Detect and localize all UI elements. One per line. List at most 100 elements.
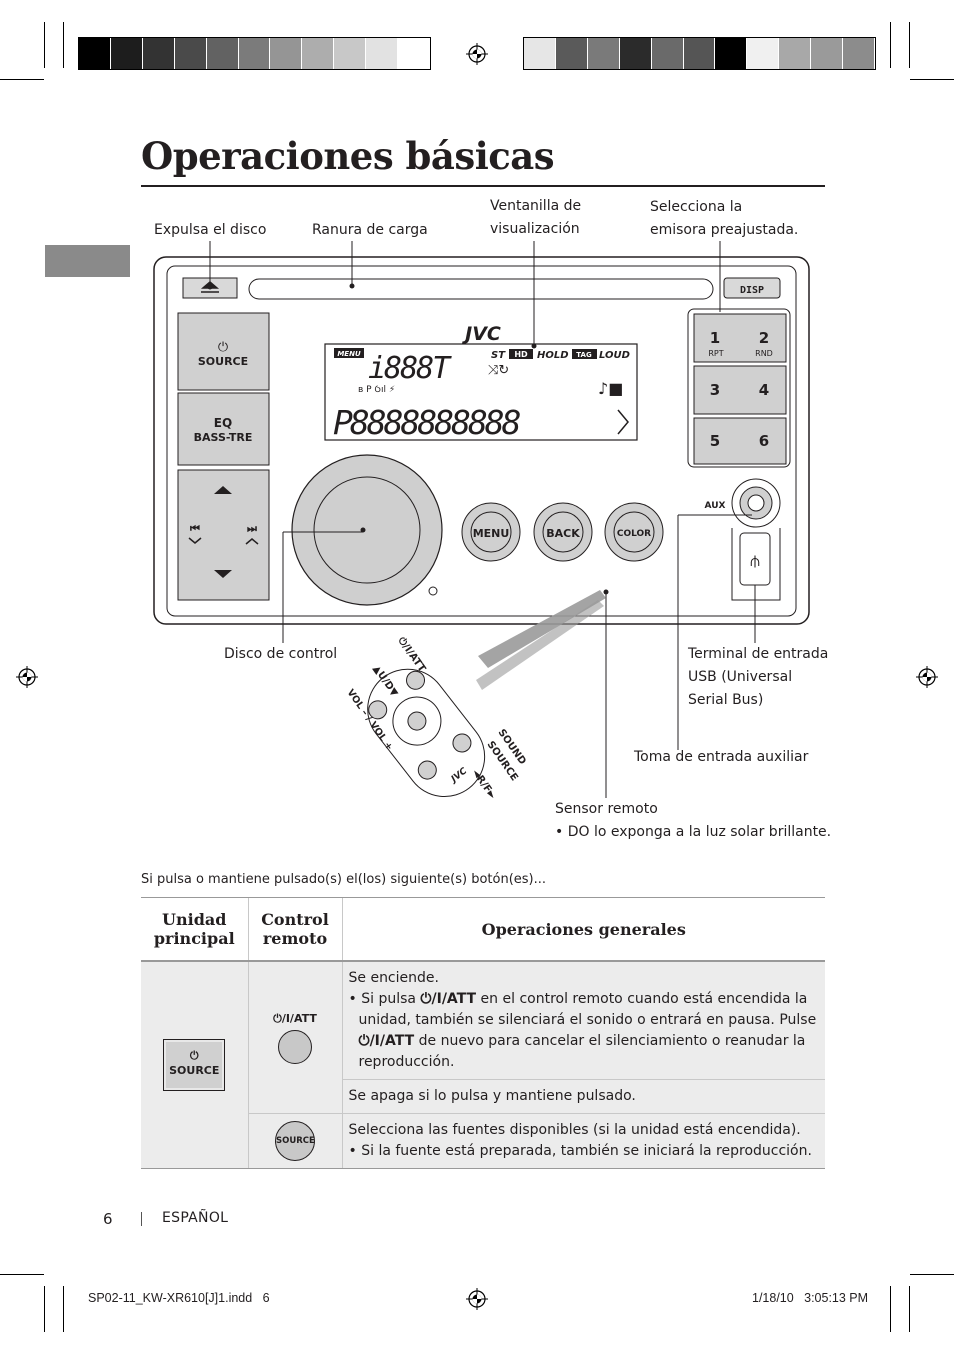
header-remote-line1: Control [261,910,329,929]
preset-sublabel: RPT [708,349,723,358]
back-label: BACK [546,527,580,540]
callout-aux: Toma de entrada auxiliar [634,749,809,765]
row3-bullet: • Si la fuente está preparada, también s… [348,1143,812,1159]
preset-number: 2 [759,329,769,347]
remote-cell-1: ⏻/I/ATT [247,960,342,1114]
color-swatch [334,38,367,69]
remote-power-key [278,1030,312,1064]
infrared-beam-icon [476,590,606,690]
svg-text:⤨↻: ⤨↻ [488,363,509,378]
preset-button-1-2 [693,313,787,363]
unit-source-button: ⏻ SOURCE [163,1039,226,1091]
svg-text:⫛: ⫛ [750,551,760,570]
color-bar-left [78,37,431,70]
row1-text-a: Si pulsa [361,991,421,1007]
row1-text-c: de nuevo para cancelar el silenciamiento… [358,1033,806,1070]
row3-bullet-text: Si la fuente está preparada, también se … [361,1143,812,1159]
remote-cell-2: SOURCE [247,1113,342,1169]
crop-mark [0,1274,44,1275]
callout-display-line2: visualización [490,221,580,237]
row1-key2: ⏻/I/ATT [358,1033,415,1049]
page-title: Operaciones básicas [141,134,555,178]
row1-text-b: en el control remoto cuando está encendi… [358,991,817,1028]
remote-control: JVC [367,668,486,798]
callout-usb-line2: USB (Universal [688,669,793,685]
registration-mark-icon [916,666,938,688]
callout-preset: Selecciona la emisora preajustada. [650,196,798,242]
car-stereo-illustration: DISP ⏻ SOURCE EQ BASS-TRE ⏮ ⏭ JVC MENU i… [153,241,810,801]
source-label: SOURCE [198,355,248,368]
lcd-loud-indicator: LOUD [599,350,630,361]
brand-logo: JVC [461,323,501,345]
registration-mark-icon [466,1288,488,1310]
lcd-hd-indicator: HD [514,350,528,359]
svg-text:⏻: ⏻ [218,340,228,355]
header-unit-line1: Unidad [162,910,227,929]
crop-mark [44,22,45,68]
callout-usb: Terminal de entrada USB (Universal Seria… [688,643,828,712]
table-row: ⏻ SOURCE ⏻/I/ATT Se enciende. • Si pulsa… [141,960,825,1169]
unit-cell: ⏻ SOURCE [141,960,248,1169]
bass-label: BASS-TRE [194,431,253,444]
crop-mark [910,79,954,80]
registration-mark-icon [466,43,488,65]
preset-button-3-4 [693,365,787,415]
row1-key1: ⏻/I/ATT [420,991,477,1007]
crop-mark [63,22,64,68]
color-swatch [651,38,684,69]
crop-mark [0,79,44,80]
crop-mark [890,1286,891,1332]
disc-slot [248,278,714,300]
source-button [177,312,270,391]
callout-preset-line2: emisora preajustada. [650,222,799,238]
callout-slot: Ranura de carga [312,222,428,238]
preset-number: 5 [710,432,720,450]
eq-button [177,392,270,466]
row1-bullet: • Si pulsa ⏻/I/ATT en el control remoto … [348,991,817,1070]
power-icon: ⏻ [189,1049,199,1062]
lcd-segment-top: i888T [368,351,452,386]
svg-text:♪■: ♪■ [598,379,623,398]
page-number: 6 [103,1210,113,1228]
slug-date: 1/18/10 3:05:13 PM [752,1291,869,1305]
callout-display: Ventanilla de visualización [490,195,581,241]
color-swatch [715,38,748,69]
footer-divider [141,1212,142,1226]
color-swatch [270,38,303,69]
row2-desc: Se apaga si lo pulsa y mantiene pulsado. [341,1079,825,1114]
crop-mark [909,22,910,68]
lcd-segment-main: P8888888888 [333,403,521,442]
color-swatch [843,38,875,69]
eq-label: EQ [214,416,232,430]
crop-mark [890,22,891,68]
color-swatch [302,38,335,69]
crop-mark [909,1286,910,1332]
color-swatch [555,38,588,69]
header-remote: Control remoto [247,897,342,962]
color-swatch [110,38,143,69]
crop-mark [910,1274,954,1275]
row3-line1: Selecciona las fuentes disponibles (si l… [348,1122,801,1138]
aux-label: AUX [705,501,726,511]
row1-line1: Se enciende. [348,970,439,986]
callout-usb-line1: Terminal de entrada [688,646,829,662]
section-tab [45,245,130,277]
preset-sublabel: RND [755,349,773,358]
color-swatch [79,38,111,69]
disp-button [723,277,781,299]
crop-mark [63,1286,64,1332]
remote-power-key-label: ⏻/I/ATT [273,1012,317,1025]
callout-sensor: Sensor remoto • DO lo exponga a la luz s… [555,798,831,844]
row1-desc: Se enciende. • Si pulsa ⏻/I/ATT en el co… [341,960,825,1080]
table-header-row: Unidad principal Control remoto Operacio… [141,897,825,962]
header-remote-line2: remoto [262,929,328,948]
color-swatch [398,38,430,69]
menu-label: MENU [473,527,510,540]
color-bar-right [523,37,876,70]
row3-desc: Selecciona las fuentes disponibles (si l… [341,1113,825,1169]
svg-text:ʙ P Ỽıl ⚡: ʙ P Ỽıl ⚡ [358,385,395,395]
preset-number: 3 [710,381,720,399]
header-ops: Operaciones generales [341,897,825,962]
header-unit-line2: principal [153,929,235,948]
